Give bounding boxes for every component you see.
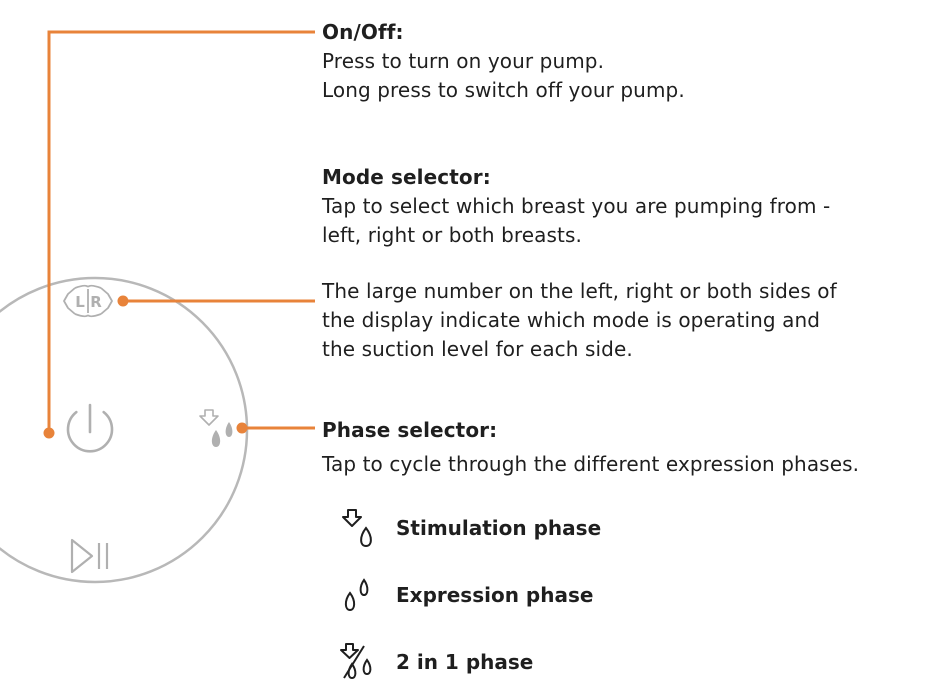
onoff-callout-dot <box>43 427 55 439</box>
mode-selector-description: Mode selector: Tap to select which breas… <box>322 163 830 250</box>
legend-item-stimulation: Stimulation phase <box>340 508 601 548</box>
expression-phase-icon <box>344 578 369 612</box>
phase-selector-heading: Phase selector: <box>322 418 498 442</box>
mode-selector-line: left, right or both breasts. <box>322 223 582 247</box>
legend-label-expression: Expression phase <box>396 583 594 607</box>
mode-selector-note: The large number on the left, right or b… <box>322 277 837 364</box>
device-face <box>0 276 249 584</box>
onoff-heading: On/Off: <box>322 20 404 44</box>
mode-selector-heading: Mode selector: <box>322 165 491 189</box>
onoff-line: Long press to switch off your pump. <box>322 78 685 102</box>
phase-callout-dot <box>236 422 248 434</box>
phase-selector-description: Phase selector: Tap to cycle through the… <box>322 416 859 479</box>
play-pause-icon[interactable] <box>70 538 109 574</box>
mode-icon-letter-right: R <box>90 293 102 311</box>
mode-lr-icon[interactable]: L R <box>63 284 113 318</box>
phase-selector-line: Tap to cycle through the different expre… <box>322 452 860 476</box>
legend-label-stimulation: Stimulation phase <box>396 516 602 540</box>
power-icon[interactable] <box>66 403 114 453</box>
phase-icon[interactable] <box>199 409 233 447</box>
mode-note-line: The large number on the left, right or b… <box>322 279 837 303</box>
onoff-description: On/Off: Press to turn on your pump. Long… <box>322 18 685 105</box>
onoff-callout-line <box>47 30 315 433</box>
legend-item-two-in-one: 2 in 1 phase <box>340 642 533 682</box>
stimulation-phase-icon <box>342 509 372 548</box>
legend-item-expression: Expression phase <box>340 575 593 615</box>
mode-selector-line: Tap to select which breast you are pumpi… <box>322 194 831 218</box>
two-in-one-phase-icon <box>340 643 372 680</box>
onoff-line: Press to turn on your pump. <box>322 49 605 73</box>
mode-icon-letter-left: L <box>75 293 85 311</box>
legend-label-two-in-one: 2 in 1 phase <box>396 650 534 674</box>
mode-note-line: the display indicate which mode is opera… <box>322 308 821 332</box>
mode-note-line: the suction level for each side. <box>322 337 633 361</box>
mode-callout-dot <box>117 295 129 307</box>
